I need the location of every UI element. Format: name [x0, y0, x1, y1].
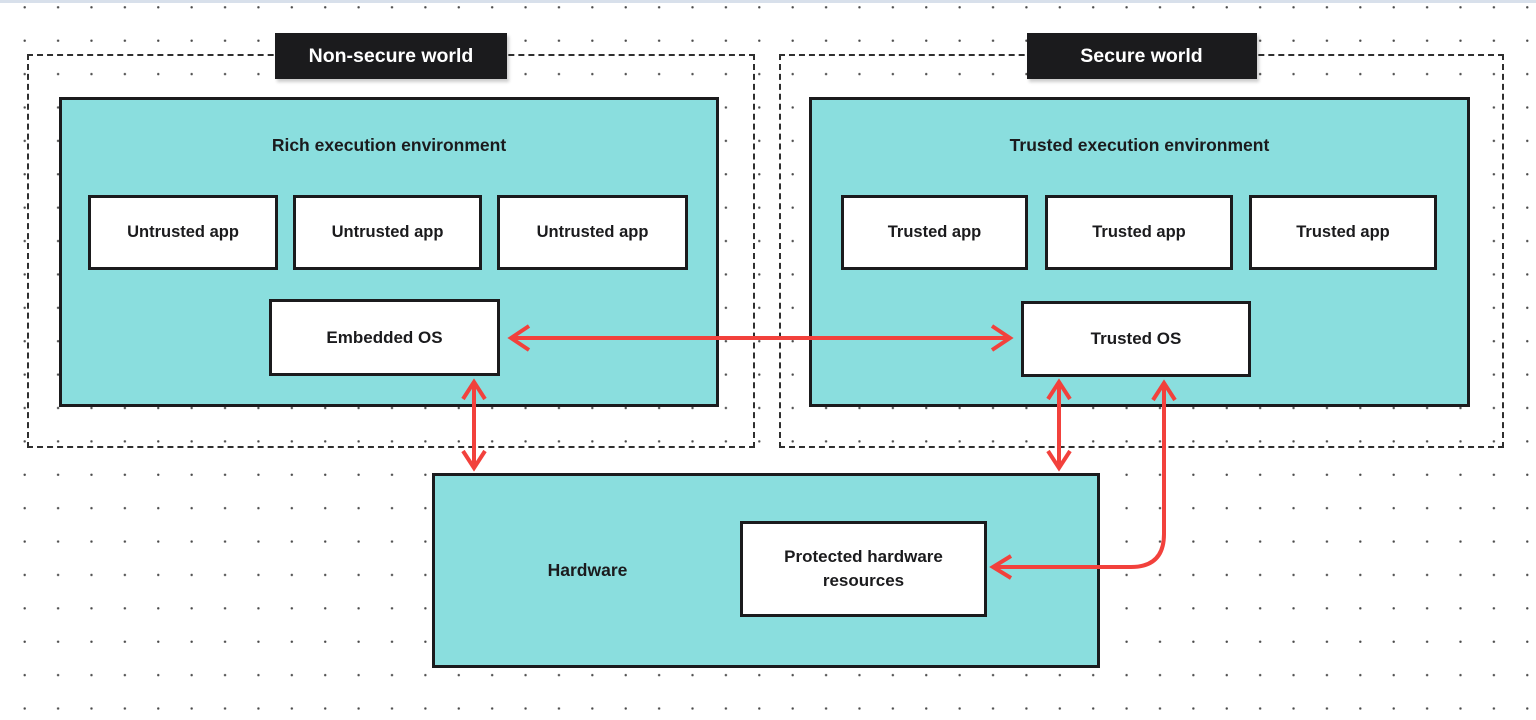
- trusted-os-box: Trusted OS: [1021, 301, 1251, 377]
- trusted-execution-environment-title: Trusted execution environment: [1009, 135, 1270, 155]
- rich-execution-environment-title: Rich execution environment: [271, 135, 507, 155]
- embedded-os-box: Embedded OS: [269, 299, 500, 376]
- embedded-os-label: Embedded OS: [326, 327, 443, 347]
- untrusted-app-label-3: Untrusted app: [536, 223, 649, 241]
- trusted-os-label: Trusted OS: [1090, 329, 1182, 348]
- untrusted-app-label-1: Untrusted app: [127, 223, 239, 241]
- trusted-app-box-2: Trusted app: [1045, 195, 1233, 270]
- hardware-label-area: Hardware: [435, 476, 740, 665]
- untrusted-app-box-2: Untrusted app: [293, 195, 482, 270]
- untrusted-app-box-3: Untrusted app: [497, 195, 688, 270]
- secure-world-label: Secure world: [1026, 33, 1257, 79]
- trusted-app-label-1: Trusted app: [887, 223, 982, 241]
- non-secure-world-label: Non-secure world: [275, 33, 507, 79]
- rich-execution-environment-box: Rich execution environment Untrusted app…: [59, 97, 719, 407]
- trusted-app-box-1: Trusted app: [841, 195, 1028, 270]
- hardware-label: Hardware: [547, 560, 628, 580]
- trusted-app-box-3: Trusted app: [1249, 195, 1437, 270]
- secure-world-container: Secure world Trusted execution environme…: [779, 33, 1504, 448]
- trusted-execution-environment-box: Trusted execution environment Trusted ap…: [809, 97, 1470, 407]
- non-secure-world-container: Non-secure world Rich execution environm…: [27, 33, 755, 448]
- hardware-box: Hardware Protected hardware resources: [432, 473, 1100, 668]
- untrusted-app-label-2: Untrusted app: [331, 223, 444, 241]
- trusted-app-label-3: Trusted app: [1296, 223, 1390, 241]
- top-strip: [0, 0, 1536, 3]
- protected-hardware-resources-label: Protected hardware resources: [784, 547, 943, 590]
- trusted-app-label-2: Trusted app: [1092, 223, 1186, 241]
- protected-hardware-resources-box: Protected hardware resources: [740, 521, 987, 617]
- untrusted-app-box-1: Untrusted app: [88, 195, 278, 270]
